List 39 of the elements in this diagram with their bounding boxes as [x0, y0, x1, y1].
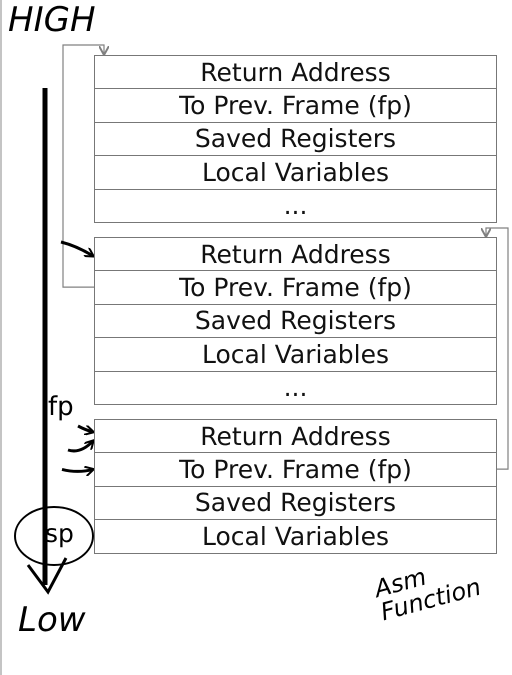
stack-slot — [94, 237, 497, 272]
stack-slot — [94, 452, 497, 487]
slot-label: Return Address — [200, 424, 391, 449]
slot-label: Saved Registers — [194, 490, 396, 516]
arrow — [480, 227, 509, 470]
slot-label: To Prev. Frame (fp) — [179, 457, 412, 482]
handwritten-note: Asm Function — [372, 562, 485, 624]
arrow — [60, 240, 95, 258]
stack-slot — [94, 337, 497, 372]
stack-slot — [94, 519, 497, 554]
stack-slot — [94, 122, 497, 156]
stack-slot — [94, 188, 497, 223]
slot-label: To Prev. Frame (fp) — [179, 275, 412, 300]
slot-label: ... — [284, 193, 308, 218]
slot-label: Local Variables — [202, 342, 389, 367]
slot-label: Local Variables — [202, 160, 389, 185]
stack-slot — [94, 419, 497, 454]
arrow — [62, 465, 95, 478]
stack-slot — [94, 304, 497, 338]
stack-slot — [94, 155, 497, 190]
stack-slot — [94, 88, 497, 123]
stack-slot — [94, 55, 497, 90]
arrow — [62, 44, 110, 288]
pointer-label: fp — [48, 392, 74, 422]
slot-label: Saved Registers — [194, 126, 396, 152]
arrow — [77, 424, 95, 436]
slot-label: ... — [284, 375, 308, 400]
handwritten-note: Low — [18, 600, 86, 640]
stack-slot — [94, 486, 497, 520]
slot-label: To Prev. Frame (fp) — [179, 93, 412, 118]
slot-label: Return Address — [200, 242, 391, 267]
slot-label: Return Address — [200, 60, 391, 85]
circled-label: sp — [13, 505, 95, 567]
arrow — [68, 439, 95, 452]
stack-slot — [94, 370, 497, 405]
slot-label: Local Variables — [202, 524, 389, 549]
stack-slot — [94, 270, 497, 305]
handwritten-note: HIGH — [8, 0, 96, 40]
slot-label: Saved Registers — [194, 308, 396, 334]
